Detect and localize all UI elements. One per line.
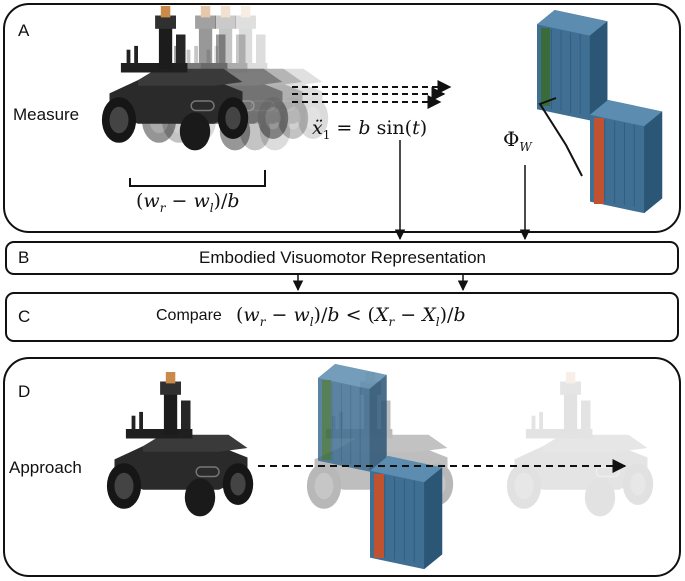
phi-w-label: ΦW: [503, 127, 532, 154]
panel-b-letter: B: [18, 248, 30, 267]
panel-a-letter: A: [18, 21, 30, 40]
compare-label: Compare: [156, 307, 222, 324]
accel-equation: ẍ1 = b sin(t): [312, 117, 428, 142]
panel-b-frame: [5, 241, 679, 275]
approach-label: Approach: [9, 458, 82, 477]
measure-label: Measure: [13, 105, 80, 124]
robot-image-d: [106, 371, 254, 518]
box-image-near: [589, 99, 663, 214]
panel-d-letter: D: [18, 382, 31, 401]
box-image-d-front: [369, 455, 443, 570]
wheel-ratio-label: (wr − wl)/b: [136, 190, 240, 215]
box-image-far: [536, 9, 608, 121]
robot-ghost-d-end: [506, 371, 654, 518]
bracket-wheel: [129, 170, 266, 187]
box-image-d-back: [317, 363, 388, 473]
compare-expression: (wr − wl)/b < (Xr − Xl)/b: [236, 304, 466, 329]
panel-c-frame: [5, 292, 679, 342]
panel-b-title: Embodied Visuomotor Representation: [199, 248, 486, 267]
panel-c-letter: C: [18, 307, 31, 326]
phi-bracket: [538, 97, 583, 177]
